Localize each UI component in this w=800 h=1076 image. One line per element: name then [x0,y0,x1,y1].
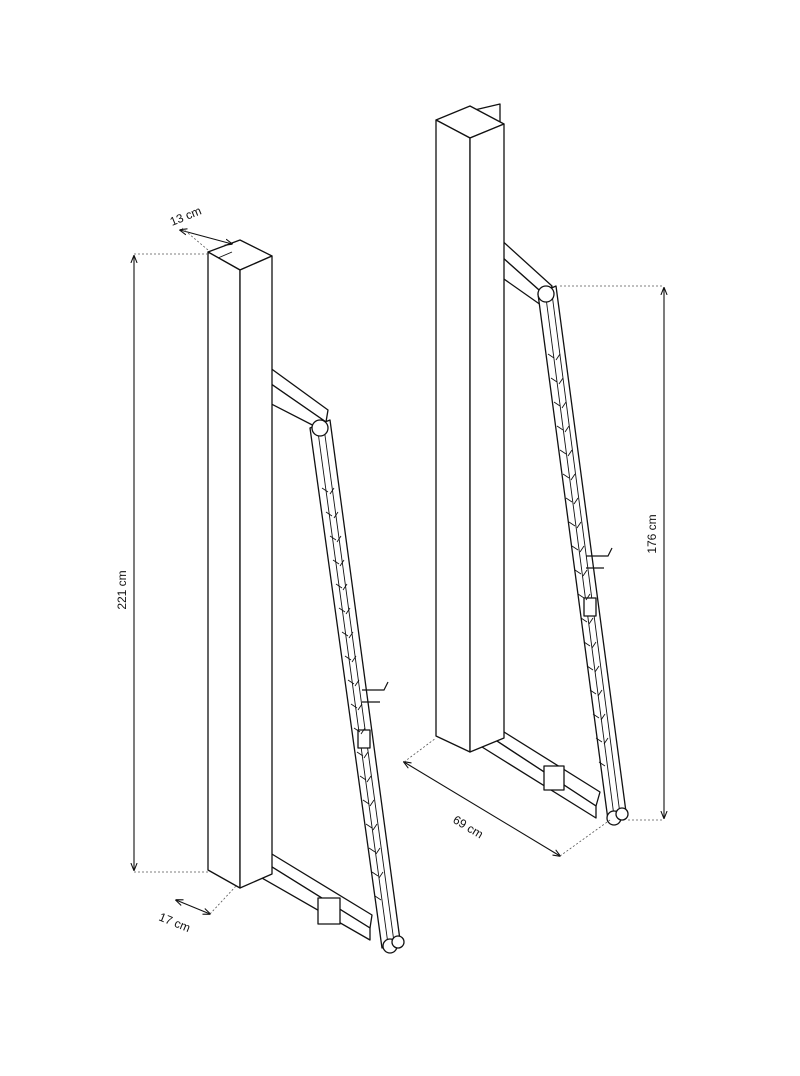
right-height-dimension: 176 cm [560,285,664,821]
height-left-label: 221 cm [115,570,129,609]
left-rack [207,239,405,954]
depth-bottom-dimension: 17 cm [157,885,237,935]
depth-top-label: 13 cm [168,204,204,229]
width-bottom-label: 69 cm [450,813,485,842]
left-height-dimension: 221 cm [115,253,208,873]
depth-bottom-label: 17 cm [157,910,193,935]
height-right-label: 176 cm [645,514,659,553]
left-ladder [309,419,405,954]
right-rack [435,103,629,826]
right-ladder [537,285,629,826]
depth-top-dimension: 13 cm [168,204,232,251]
